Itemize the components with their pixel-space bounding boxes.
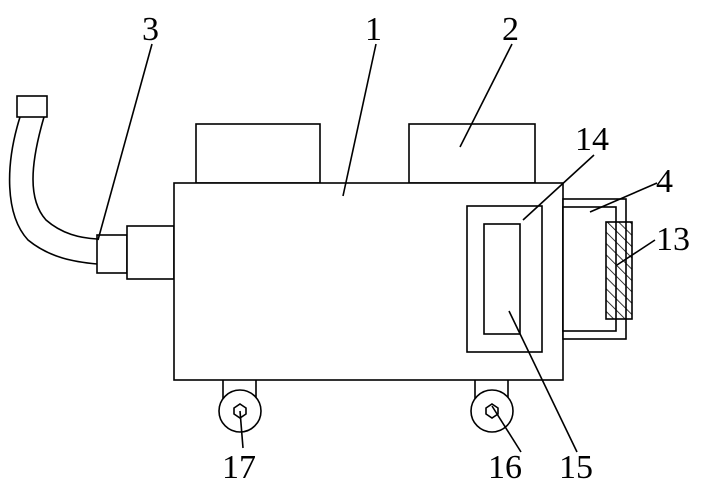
label-side-frame: 4 [656,163,673,200]
hose-coupling [96,234,128,274]
hose-outer-edge [8,116,98,265]
hose-inner-edge [32,116,98,240]
label-inner-window: 15 [559,449,593,486]
connector-pipe [126,225,175,280]
label-body: 1 [365,11,382,48]
label-left-wheel: 17 [222,449,256,486]
top-block-left [195,123,321,184]
label-right-wheel: 16 [488,449,522,486]
top-block-right [408,123,536,184]
hose [8,95,128,274]
right-wheel-hub-icon [485,403,499,419]
leader-lines [97,43,658,453]
hatched-panel [605,221,633,320]
reference-numerals: 3 1 2 14 4 13 17 16 15 [142,11,690,486]
leader-left-wheel [239,410,244,449]
label-top-block: 2 [502,11,519,48]
leader-right-wheel [491,405,522,453]
label-hose: 3 [142,11,159,48]
leader-top-block [459,43,513,148]
inner-window [483,223,521,335]
leader-side-frame [589,182,658,213]
leader-inner-window [508,310,578,453]
leader-hatched-panel [616,239,656,266]
leader-outer-window [522,154,595,221]
leader-hose [97,43,153,241]
label-outer-window: 14 [575,121,609,158]
left-wheel [218,380,262,433]
label-hatched-panel: 13 [656,221,690,258]
leader-body [342,43,377,197]
hose-end-cap [16,95,48,118]
